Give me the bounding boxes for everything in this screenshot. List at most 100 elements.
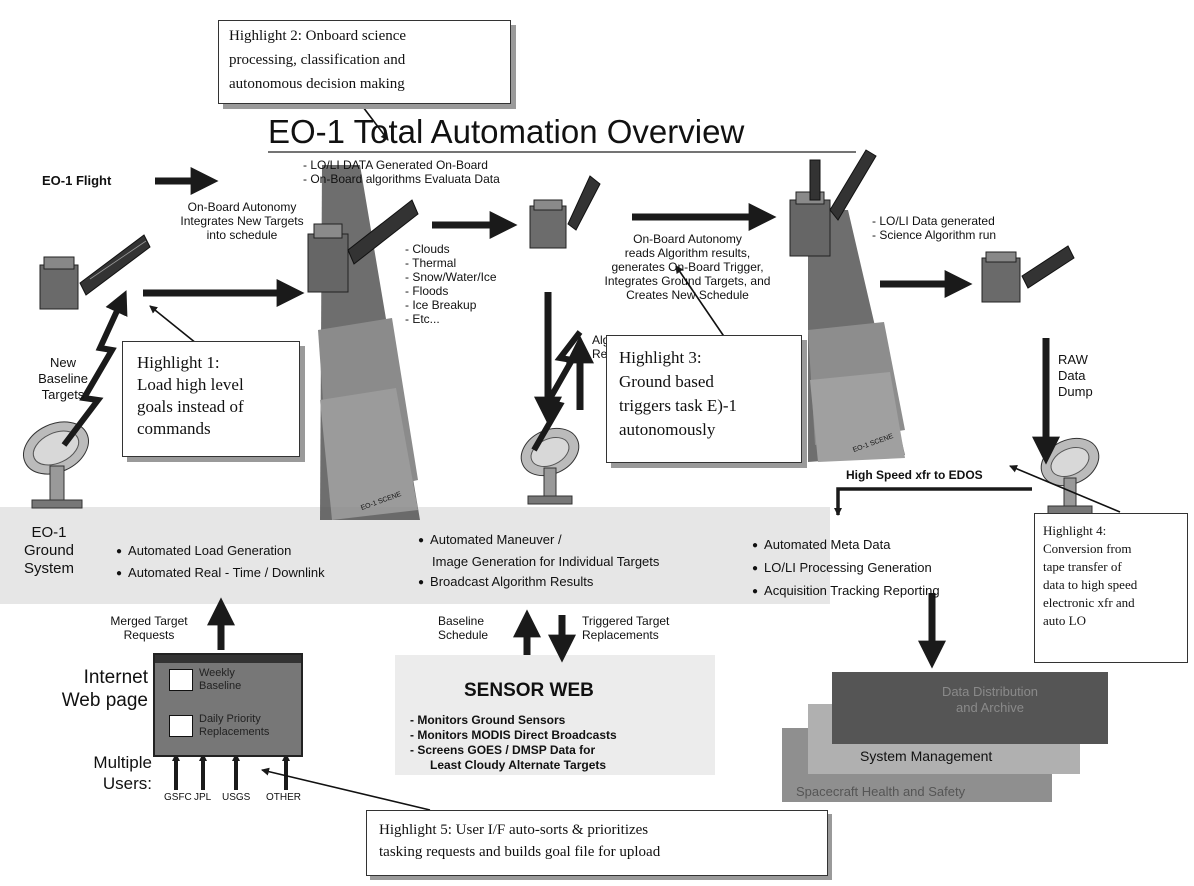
satellite-icon <box>39 234 151 310</box>
user-usgs-label: USGS <box>222 792 251 803</box>
satellite-icon <box>789 149 877 257</box>
raw-data-dump-label: RAW Data Dump <box>1058 352 1093 400</box>
list-item: Least Cloudy Alternate Targets <box>430 758 607 772</box>
uplink-zigzag <box>531 330 583 452</box>
system-management-label: System Management <box>860 748 993 764</box>
text-line: - Snow/Water/Ice <box>405 270 497 284</box>
ground-dish-icon <box>23 421 89 509</box>
text-line: tape transfer of <box>1043 559 1122 574</box>
text-line: triggers task E)-1 <box>619 396 738 415</box>
ground-system-label: EO-1 Ground System <box>14 524 84 578</box>
text-line: Targets <box>41 387 85 402</box>
text-line: Creates New Schedule <box>626 288 749 302</box>
user-gsfc-label: GSFC <box>164 792 192 803</box>
window-title-bar <box>155 655 301 663</box>
satellite-icon <box>981 245 1075 303</box>
new-baseline-targets-label: New Baseline Targets <box>28 355 98 403</box>
highlight-5-callout: Highlight 5: User I/F auto-sorts & prior… <box>366 810 828 876</box>
flight-label: EO-1 Flight <box>42 173 112 188</box>
highlight-2-callout: Highlight 2: Onboard science processing,… <box>218 20 511 104</box>
ground-dish-icon <box>520 427 580 505</box>
triggered-replacements-label: Triggered Target Replacements <box>582 614 669 642</box>
text-line: - Ice Breakup <box>405 298 477 312</box>
text-line: Multiple <box>93 753 152 772</box>
page-title: EO-1 Total Automation Overview <box>268 113 745 150</box>
internet-web-page-label: Internet Web page <box>18 666 148 712</box>
merged-target-requests-label: Merged Target Requests <box>84 614 214 642</box>
high-speed-xfr-line <box>834 487 1032 516</box>
highlight-4-callout: Highlight 4: Conversion from tape transf… <box>1034 513 1188 663</box>
text-line: Weekly <box>199 667 235 679</box>
daily-priority-item: Daily Priority Replacements <box>199 713 269 739</box>
text-line: Daily Priority <box>199 713 261 725</box>
maneuver-bullets: Automated Maneuver / Image Generation fo… <box>418 530 659 594</box>
ground-bullets: Automated Load Generation Automated Real… <box>116 541 325 585</box>
text-line: Web page <box>61 690 148 711</box>
list-item: - Monitors Ground Sensors <box>410 713 566 727</box>
text-line: Highlight 3: <box>619 348 702 367</box>
web-page-window[interactable]: Weekly Baseline Daily Priority Replaceme… <box>153 653 303 757</box>
text-line: System <box>23 560 74 577</box>
h4-pointer <box>1009 465 1121 513</box>
baseline-schedule-label: Baseline Schedule <box>438 614 488 642</box>
daily-checkbox[interactable] <box>169 715 193 737</box>
text-line: Highlight 5: User I/F auto-sorts & prior… <box>379 822 649 838</box>
text-line: Highlight 2: Onboard science <box>229 28 407 44</box>
meta-bullets: Automated Meta Data LO/LI Processing Gen… <box>752 534 940 603</box>
text-line: Ground <box>23 542 75 559</box>
text-line: Dump <box>1058 384 1093 399</box>
text-line: - Etc... <box>405 312 440 326</box>
weekly-baseline-item: Weekly Baseline <box>199 667 241 693</box>
list-item: - Monitors MODIS Direct Broadcasts <box>410 728 617 742</box>
text-line: Highlight 1: <box>137 353 220 372</box>
text-line: Internet <box>83 667 148 688</box>
text-line: and Archive <box>956 700 1024 715</box>
list-item: LO/LI Processing Generation <box>752 557 940 580</box>
text-line: Data Distribution <box>941 684 1039 699</box>
text-line: Triggered Target <box>582 614 670 628</box>
high-speed-xfr-label: High Speed xfr to EDOS <box>846 468 983 482</box>
spacecraft-health-label: Spacecraft Health and Safety <box>796 784 966 799</box>
text-line: Baseline <box>199 680 242 692</box>
list-item: Image Generation for Individual Targets <box>432 554 660 569</box>
text-line: tasking requests and builds goal file fo… <box>379 844 661 860</box>
multiple-users-label: Multiple Users: <box>34 752 152 794</box>
text-line: - Thermal <box>405 256 457 270</box>
text-line: Requests <box>123 628 175 642</box>
list-item: - Screens GOES / DMSP Data for <box>410 743 596 757</box>
text-line: electronic xfr and <box>1043 595 1135 610</box>
highlight-1-callout: Highlight 1: Load high level goals inste… <box>122 341 300 457</box>
text-line: Schedule <box>438 628 489 642</box>
text-line: - Floods <box>405 284 449 298</box>
text-line: Load high level <box>137 375 244 394</box>
text-line: goals instead of <box>137 397 244 416</box>
list-item: Broadcast Algorithm Results <box>418 572 659 594</box>
event-types-list: - Clouds - Thermal - Snow/Water/Ice - Fl… <box>405 242 497 326</box>
highlight-3-callout: Highlight 3: Ground based triggers task … <box>606 335 802 463</box>
imaging-beam <box>808 210 905 462</box>
text-line: Replacements <box>199 726 270 738</box>
sensor-web-list: - Monitors Ground Sensors - Monitors MOD… <box>410 713 617 773</box>
text-line: - Clouds <box>405 242 450 256</box>
text-line: On-Board Autonomy <box>633 232 742 246</box>
text-line: Integrates New Targets <box>180 214 304 228</box>
text-line: Baseline <box>438 614 485 628</box>
text-line: Conversion from <box>1043 541 1132 556</box>
sensor-web-band <box>395 655 715 775</box>
text-line: auto LO <box>1043 613 1086 628</box>
uplink-zigzag <box>61 290 128 447</box>
text-line: generates On-Board Trigger, <box>611 260 764 274</box>
text-line: processing, classification and <box>229 52 406 68</box>
text-line: - LO/LI Data generated <box>872 214 995 228</box>
data-distribution-label: Data Distribution and Archive <box>880 684 1100 716</box>
onboard-generated-text: - LO/LI DATA Generated On-Board - On-Boa… <box>303 158 500 186</box>
h2-pointer <box>359 102 389 141</box>
sensor-web-title: SENSOR WEB <box>464 680 594 701</box>
text-line: Baseline <box>38 371 88 386</box>
stack-layer-distribution <box>832 672 1108 744</box>
text-line: commands <box>137 419 211 438</box>
weekly-checkbox[interactable] <box>169 669 193 691</box>
text-line: data to high speed <box>1043 577 1138 592</box>
reads-results-text: On-Board Autonomy reads Algorithm result… <box>585 232 790 302</box>
user-other-label: OTHER <box>266 792 301 803</box>
